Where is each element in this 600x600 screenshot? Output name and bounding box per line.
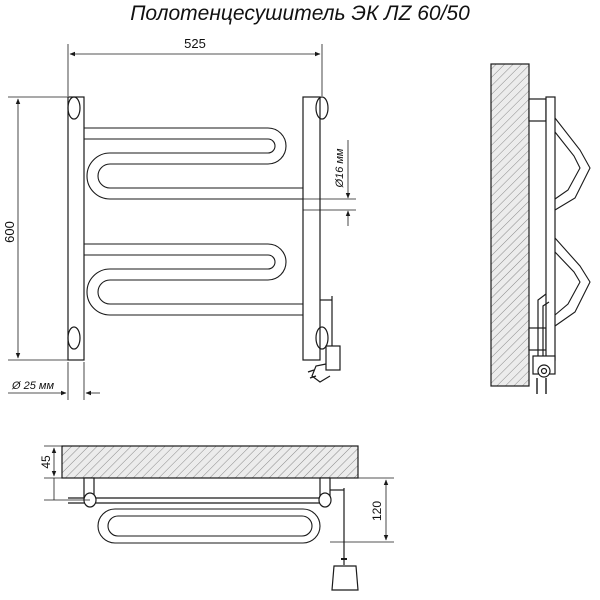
- depth-dimension: [330, 477, 394, 543]
- right-post: [302, 96, 329, 361]
- side-pipe-loops: [554, 117, 591, 327]
- side-view: [490, 63, 591, 394]
- width-dimension: [67, 44, 323, 96]
- width-label: 525: [184, 36, 206, 51]
- top-pipe-loop: [97, 508, 321, 544]
- wall-offset-dimension: [44, 445, 90, 501]
- pipe-diameter-label: Ø16 мм: [334, 148, 346, 188]
- top-rail: [68, 492, 332, 508]
- side-heating-element: [532, 293, 556, 394]
- side-post: [545, 96, 556, 361]
- upper-serpentine-pipe: [84, 127, 303, 200]
- post-diameter-callout: [8, 362, 100, 400]
- front-view: 525 600: [2, 36, 356, 400]
- side-wall: [490, 63, 530, 387]
- height-dimension: [8, 96, 70, 361]
- top-heating-element: [330, 488, 359, 591]
- pipe-diameter-callout: [303, 140, 356, 226]
- lower-serpentine-pipe: [84, 243, 303, 316]
- post-diameter-label: Ø 25 мм: [11, 380, 54, 392]
- height-label: 600: [2, 221, 17, 243]
- drawing-title: Полотенцесушитель ЭК ЛZ 60/50: [130, 2, 470, 25]
- heating-element: [307, 296, 341, 383]
- top-view: 45 120: [39, 445, 394, 591]
- top-wall: [61, 445, 359, 479]
- depth-label: 120: [370, 501, 384, 521]
- left-post: [67, 96, 85, 361]
- wall-offset-label: 45: [39, 455, 53, 469]
- top-posts: [83, 477, 331, 501]
